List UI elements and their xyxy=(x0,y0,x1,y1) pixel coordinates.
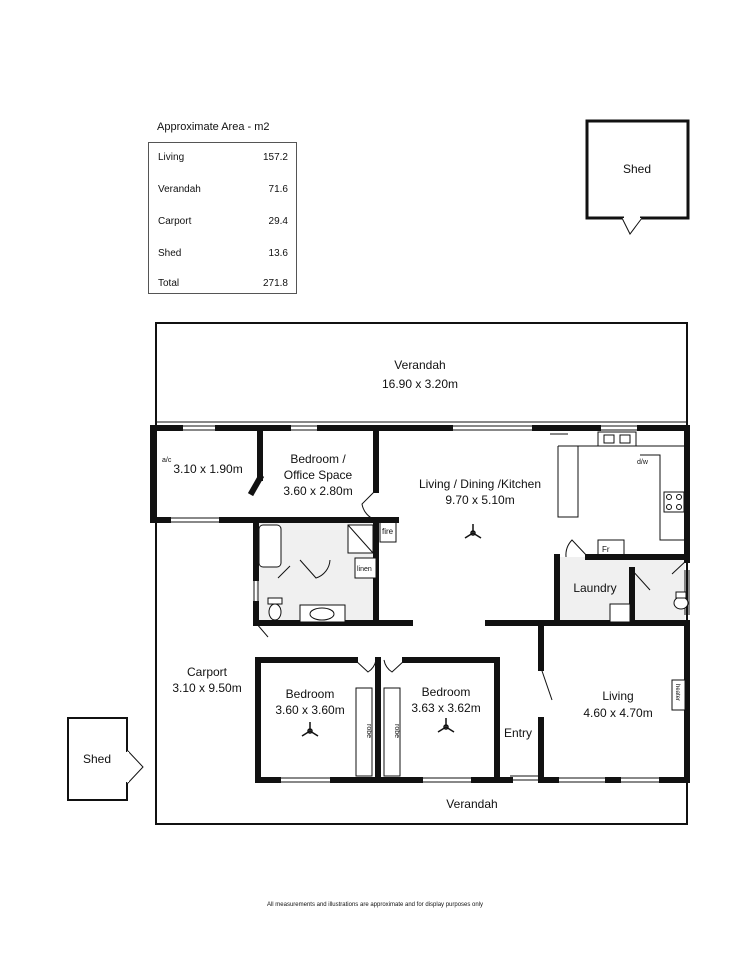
shed-top: Shed xyxy=(585,119,690,235)
dishwasher-label: d/w xyxy=(637,459,649,466)
verandah-bottom-name: Verandah xyxy=(446,797,497,811)
area-label: Shed xyxy=(158,248,182,259)
fridge-label: Fr xyxy=(602,545,610,554)
area-label: Total xyxy=(158,278,180,289)
ac-room-dims: 3.10 x 1.90m xyxy=(173,462,242,476)
area-value: 13.6 xyxy=(268,248,288,259)
sliding-doors xyxy=(168,425,541,781)
area-table: Living 157.2 Verandah 71.6 Carport 29.4 … xyxy=(148,142,297,294)
bedroom2-dims: 3.63 x 3.62m xyxy=(411,701,480,715)
kitchen-bench xyxy=(550,431,685,558)
linen-label: linen xyxy=(357,566,372,573)
living-kitchen-dims: 9.70 x 5.10m xyxy=(445,493,514,507)
robe-label-1: robe xyxy=(365,724,372,738)
bedroom1-dims: 3.60 x 3.60m xyxy=(275,703,344,717)
area-row-verandah: Verandah 71.6 xyxy=(158,184,288,198)
bedroom1-name: Bedroom xyxy=(286,687,335,701)
area-value: 271.8 xyxy=(262,278,288,289)
living-dims: 4.60 x 4.70m xyxy=(583,706,652,720)
living-name: Living xyxy=(602,689,633,703)
area-value: 157.2 xyxy=(262,152,288,163)
shed-left: Shed xyxy=(67,717,144,801)
robe-label-2: robe xyxy=(393,724,400,738)
area-row-living: Living 157.2 xyxy=(158,152,288,166)
verandah-outline xyxy=(155,322,688,825)
area-value: 29.4 xyxy=(268,216,288,227)
heater-label: heater xyxy=(674,684,680,701)
heater xyxy=(671,679,686,711)
bedroom2-name: Bedroom xyxy=(422,685,471,699)
entry-name: Entry xyxy=(504,726,532,740)
shed-left-label: Shed xyxy=(83,752,111,766)
fire-label: fire xyxy=(382,527,394,536)
verandah-top-name: Verandah xyxy=(394,358,445,372)
area-label: Living xyxy=(158,152,185,163)
laundry-name: Laundry xyxy=(573,581,616,595)
area-row-shed: Shed 13.6 xyxy=(158,248,288,262)
living-kitchen-name: Living / Dining /Kitchen xyxy=(419,477,541,491)
ac-label: a/c xyxy=(162,457,172,464)
area-table-title: Approximate Area - m2 xyxy=(157,121,270,133)
disclaimer: All measurements and illustrations are a… xyxy=(266,902,484,908)
area-label: Carport xyxy=(158,216,192,227)
carport-dims: 3.10 x 9.50m xyxy=(172,681,241,695)
ceiling-fan-icon xyxy=(301,524,482,737)
bedroom-office-name-1: Bedroom / xyxy=(290,452,346,466)
bedroom-office-dims: 3.60 x 2.80m xyxy=(283,484,352,498)
carport-name: Carport xyxy=(187,665,228,679)
shed-top-label: Shed xyxy=(623,162,651,176)
robes xyxy=(355,687,401,777)
area-row-carport: Carport 29.4 xyxy=(158,216,288,230)
bathroom-fixtures xyxy=(258,521,689,623)
area-row-total: Total 271.8 xyxy=(158,278,288,292)
door-swings xyxy=(255,489,688,701)
verandah-top-dims: 16.90 x 3.20m xyxy=(382,377,458,391)
bedroom-office-name-2: Office Space xyxy=(284,468,353,482)
walls xyxy=(150,425,690,783)
area-label: Verandah xyxy=(158,184,201,195)
area-value: 71.6 xyxy=(268,184,288,195)
